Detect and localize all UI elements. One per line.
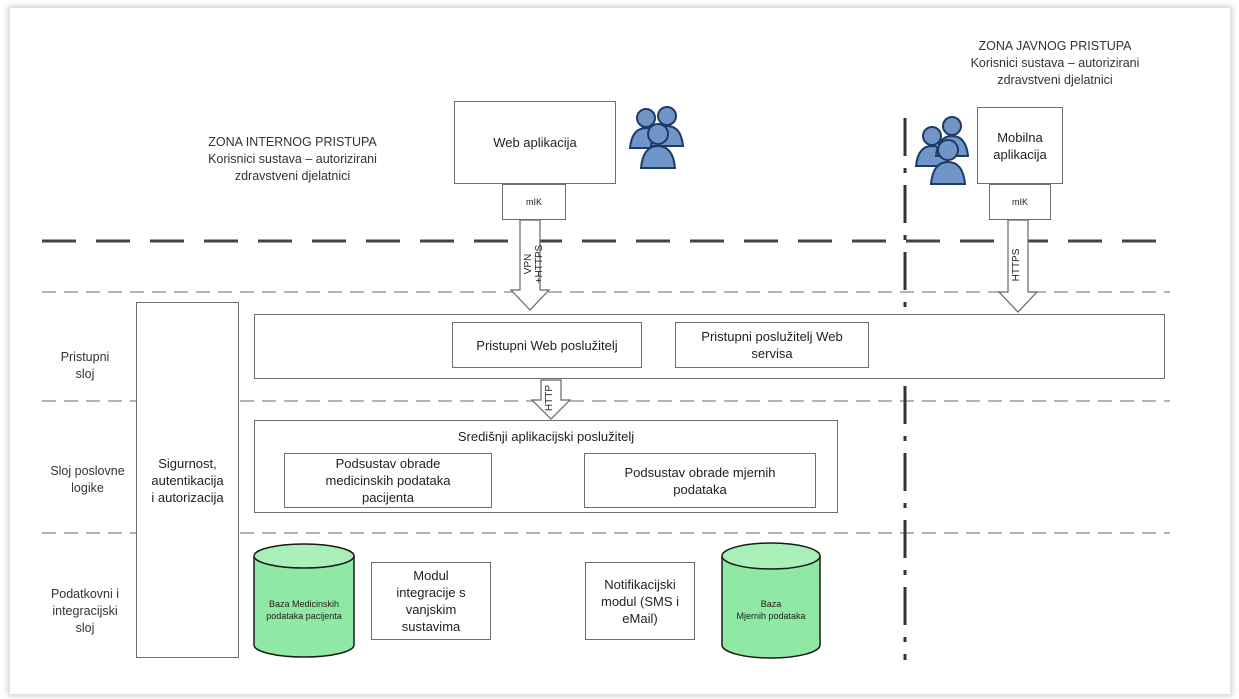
zone-internal-label: ZONA INTERNOG PRISTUPA Korisnici sustava… (170, 134, 415, 185)
web-mik-label: mIK (525, 196, 542, 207)
layer-data-line1: Podatkovni i (50, 587, 120, 601)
medical-subsystem-line1: Podsustav obrade (335, 456, 441, 471)
database-medical-cylinder (253, 543, 355, 658)
notification-line1: Notifikacijski (604, 576, 676, 592)
layer-access-line2: sloj (75, 367, 95, 381)
security-line3: i autorizacija (151, 489, 224, 505)
notification-line2: modul (SMS i (600, 593, 680, 609)
users-icon-public (914, 116, 970, 185)
layer-business-line2: logike (71, 481, 104, 495)
zone-public-line1: Korisnici sustava – autorizirani (970, 56, 1140, 70)
db-measure-line2: Mjernih podataka (736, 611, 806, 621)
integration-line1: Modul (413, 568, 449, 583)
measure-subsystem-line2: podataka (673, 481, 727, 497)
https-arrow (997, 219, 1039, 313)
layer-business-line1: Sloj poslovne (50, 464, 125, 478)
https-label: HTTPS (1011, 248, 1022, 282)
security-line2: autentikacija (151, 472, 224, 488)
medical-subsystem-line2: medicinskih podataka (325, 473, 451, 488)
medical-subsystem-box: Podsustav obrade medicinskih podataka pa… (284, 453, 492, 508)
web-app-box: Web aplikacija (454, 101, 616, 184)
http-label: HTTP (544, 384, 555, 412)
db-medical-line1: Baza Medicinskih (268, 599, 340, 609)
integration-line2: integracije s (396, 585, 466, 600)
zone-public-label: ZONA JAVNOG PRISTUPA Korisnici sustava –… (935, 38, 1175, 89)
central-server-box: Središnji aplikacijski poslužitelj (254, 420, 838, 513)
db-medical-line2: podataka pacijenta (266, 611, 342, 621)
layer-data-line2: integracijski (52, 604, 118, 618)
access-ws-server-line1: Pristupni poslužitelj Web (701, 329, 843, 344)
access-ws-server-box: Pristupni poslužitelj Web servisa (675, 322, 869, 368)
vpn-https-arrow (509, 219, 551, 311)
zone-public-line2: zdravstveni djelatnici (997, 73, 1113, 87)
security-line1: Sigurnost, (158, 455, 217, 471)
layer-label-access: Pristupni sloj (40, 349, 130, 383)
zone-public-title: ZONA JAVNOG PRISTUPA (978, 39, 1132, 53)
layer-data-line3: sloj (75, 621, 95, 635)
mobile-app-label-line2: aplikacija (993, 146, 1047, 162)
mobile-app-box: Mobilna aplikacija (977, 107, 1063, 184)
integration-module-box: Modul integracije s vanjskim sustavima (371, 562, 491, 640)
zone-internal-title: ZONA INTERNOG PRISTUPA (208, 135, 377, 149)
mobile-mik-label: mIK (1011, 196, 1028, 207)
database-measure-cylinder (721, 542, 821, 659)
db-measure-line1: Baza (760, 599, 782, 609)
zone-internal-line2: zdravstveni djelatnici (234, 169, 351, 183)
vpn-https-label: VPN +HTTPS (523, 244, 545, 284)
security-box: Sigurnost, autentikacija i autorizacija (136, 302, 239, 658)
measure-subsystem-line1: Podsustav obrade mjernih (624, 464, 776, 480)
users-icon-internal (628, 106, 685, 169)
layer-label-data: Podatkovni i integracijski sloj (40, 586, 130, 637)
mobile-mik-box: mIK (989, 184, 1051, 220)
layer-label-business: Sloj poslovne logike (40, 463, 135, 497)
access-web-server-box: Pristupni Web poslužitelj (452, 322, 642, 368)
web-app-label: Web aplikacija (493, 135, 577, 150)
db-measure-label: Baza Mjernih podataka (724, 598, 818, 622)
access-ws-server-line2: servisa (751, 346, 793, 361)
central-server-label: Središnji aplikacijski poslužitelj (457, 429, 635, 444)
db-medical-label: Baza Medicinskih podataka pacijenta (256, 598, 352, 622)
medical-subsystem-line3: pacijenta (361, 490, 415, 505)
http-arrow (530, 379, 572, 420)
web-mik-box: mIK (502, 184, 566, 220)
mobile-app-label-line1: Mobilna (997, 129, 1043, 145)
notification-line3: eMail) (622, 610, 658, 626)
notification-module-box: Notifikacijski modul (SMS i eMail) (585, 562, 695, 640)
layer-access-line1: Pristupni (60, 350, 110, 364)
integration-line3: vanjskim (405, 602, 457, 617)
integration-line4: sustavima (401, 619, 461, 634)
zone-internal-line1: Korisnici sustava – autorizirani (208, 152, 377, 166)
measure-subsystem-box: Podsustav obrade mjernih podataka (584, 453, 816, 508)
access-web-server-label: Pristupni Web poslužitelj (476, 337, 618, 353)
